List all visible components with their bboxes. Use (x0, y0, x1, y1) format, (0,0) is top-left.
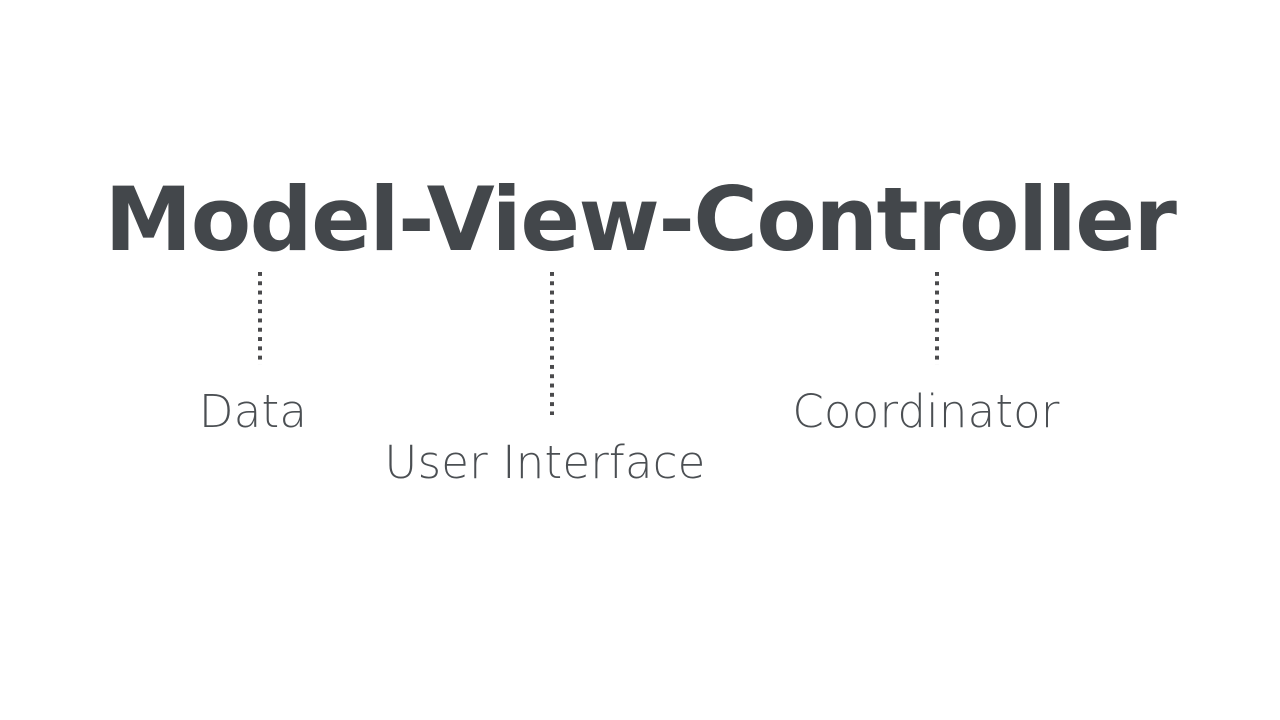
label-view-user-interface: User Interface (384, 436, 706, 489)
connector-line-view (550, 272, 554, 415)
connector-line-controller (935, 272, 939, 365)
page-title: Model-View-Controller (104, 168, 1177, 271)
label-model-data: Data (198, 385, 308, 438)
label-controller-coordinator: Coordinator (792, 385, 1060, 438)
connector-line-model (258, 272, 262, 365)
